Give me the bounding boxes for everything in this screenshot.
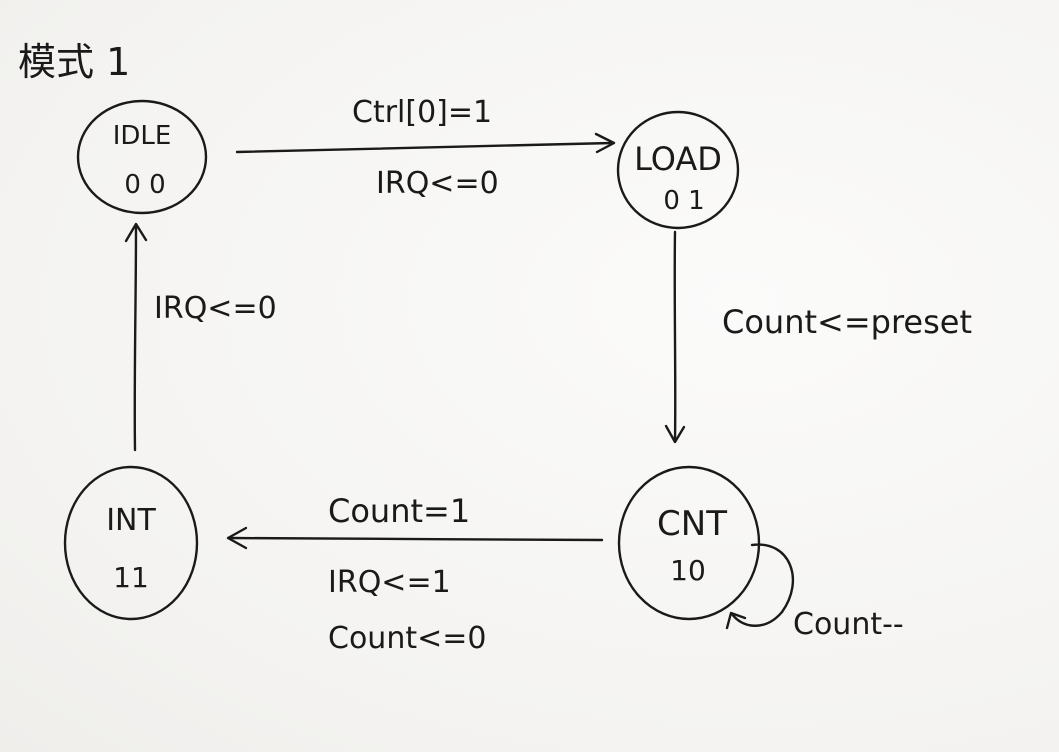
state-idle-name: IDLE bbox=[113, 121, 172, 151]
transition-cnt-self[interactable]: Count-- bbox=[725, 543, 904, 642]
state-cnt-code: 10 bbox=[670, 554, 706, 587]
arrowhead-idle-to-load bbox=[594, 132, 616, 154]
arrow-cnt-to-int bbox=[228, 536, 604, 542]
cnt-self-action: Count-- bbox=[793, 607, 904, 642]
int-to-idle-action: IRQ<=0 bbox=[154, 291, 277, 326]
cnt-to-int-action2: Count<=0 bbox=[328, 621, 486, 656]
arrow-load-to-cnt bbox=[673, 230, 677, 442]
arrow-cnt-self-loop bbox=[730, 543, 794, 627]
state-cnt-name: CNT bbox=[657, 504, 727, 544]
state-idle[interactable]: IDLE 0 0 bbox=[76, 99, 208, 215]
cnt-to-int-condition: Count=1 bbox=[328, 492, 470, 530]
state-load[interactable]: LOAD 0 1 bbox=[616, 110, 740, 230]
state-int-name: INT bbox=[106, 503, 156, 538]
state-idle-circle bbox=[76, 99, 208, 215]
cnt-to-int-action1: IRQ<=1 bbox=[328, 565, 451, 600]
arrow-idle-to-load bbox=[235, 141, 614, 154]
arrowhead-cnt-to-int bbox=[226, 526, 248, 550]
transition-idle-to-load[interactable]: Ctrl[0]=1 IRQ<=0 bbox=[235, 95, 616, 201]
state-cnt[interactable]: CNT 10 bbox=[617, 465, 761, 621]
arrowhead-load-to-cnt bbox=[664, 424, 686, 444]
arrowhead-cnt-self-loop bbox=[725, 611, 747, 630]
state-load-circle bbox=[616, 110, 740, 230]
mode-label: 模式 1 bbox=[18, 40, 130, 84]
idle-to-load-condition: Ctrl[0]=1 bbox=[352, 95, 492, 130]
transition-int-to-idle[interactable]: IRQ<=0 bbox=[124, 222, 277, 452]
transition-load-to-cnt[interactable]: Count<=preset bbox=[664, 230, 972, 444]
load-to-cnt-action: Count<=preset bbox=[722, 303, 972, 341]
transition-cnt-to-int[interactable]: Count=1 IRQ<=1 Count<=0 bbox=[226, 492, 604, 656]
state-int[interactable]: INT 11 bbox=[63, 465, 199, 621]
state-int-code: 11 bbox=[113, 561, 149, 594]
state-cnt-circle bbox=[617, 465, 761, 621]
arrowhead-int-to-idle bbox=[124, 222, 148, 243]
arrow-int-to-idle bbox=[133, 224, 138, 452]
state-idle-code: 0 0 bbox=[124, 170, 165, 200]
state-load-name: LOAD bbox=[634, 140, 722, 178]
idle-to-load-action: IRQ<=0 bbox=[376, 166, 499, 201]
state-int-circle bbox=[63, 465, 199, 621]
state-load-code: 0 1 bbox=[663, 186, 704, 216]
